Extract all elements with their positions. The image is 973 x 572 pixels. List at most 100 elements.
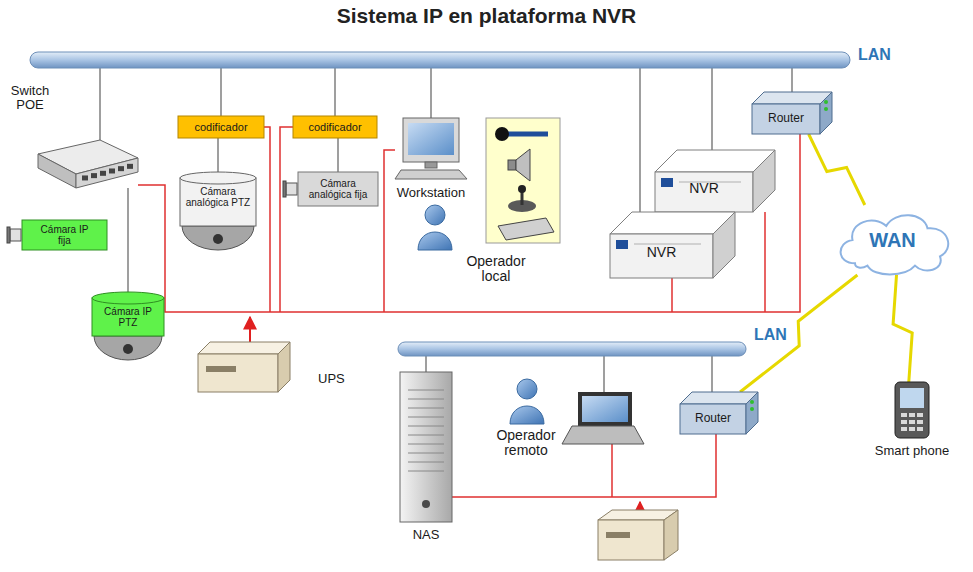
node-label: Switch POE <box>2 84 58 113</box>
phone-key <box>909 420 915 424</box>
nvr-front <box>655 172 753 212</box>
node-router: Router <box>752 92 832 134</box>
lan-link <box>639 68 641 212</box>
drive-bay <box>408 444 444 445</box>
person-body <box>510 406 544 424</box>
red-power-wires <box>138 127 800 497</box>
wan-cloud <box>841 215 949 274</box>
node-label: Router <box>695 412 731 425</box>
ups-top <box>198 342 290 354</box>
router-led <box>750 407 754 411</box>
ups-side <box>664 510 678 560</box>
phone-key <box>901 420 907 424</box>
node-label: UPS <box>318 372 345 386</box>
nvr-front <box>610 234 713 278</box>
router-front <box>752 104 820 134</box>
switch-port <box>109 168 115 173</box>
node-outline <box>395 118 467 180</box>
router-led <box>824 100 828 104</box>
node-ws: Workstation <box>395 118 467 180</box>
phone-key <box>909 413 915 417</box>
power-drop <box>384 150 395 312</box>
monitor-screen <box>408 123 454 155</box>
power-drop <box>671 278 673 312</box>
phone-key <box>901 413 907 417</box>
ups-feed-arrow <box>639 502 641 510</box>
panel-ground <box>486 118 560 243</box>
dome-lens <box>123 344 133 354</box>
camera-dome <box>182 226 254 250</box>
node-cloud: WAN <box>830 205 955 275</box>
drive-bay <box>408 390 444 391</box>
switch-port <box>118 166 124 171</box>
node-cylW: Cámara analógica PTZ <box>180 172 256 252</box>
node-outline <box>400 372 452 522</box>
power-drop <box>611 444 613 497</box>
encoder-box <box>178 116 264 138</box>
operator-label: Operador local <box>460 254 532 285</box>
lan-drop <box>603 356 605 392</box>
node-label: NAS <box>413 528 440 542</box>
node-label: Cámara analógica fija <box>305 178 371 200</box>
phone-key <box>917 413 923 417</box>
node-label: LAN <box>858 46 891 64</box>
operator-label: Operador remoto <box>490 428 562 459</box>
phone-key <box>917 427 923 431</box>
camera-lens-rim <box>283 181 286 197</box>
node-outline <box>180 172 256 252</box>
ups-feed-arrow <box>249 317 251 342</box>
power-bus <box>138 134 800 312</box>
switch-side <box>76 158 138 188</box>
camera-housing <box>180 178 256 226</box>
node-bar: LAN <box>30 52 850 68</box>
node-router: Router <box>680 392 758 434</box>
router-side <box>746 392 758 434</box>
laptop-base <box>562 426 644 444</box>
node-outline <box>38 140 138 188</box>
node-outline <box>398 342 746 356</box>
ups-icon <box>598 510 678 560</box>
wireless-link <box>893 275 912 382</box>
wireless-link <box>809 134 865 205</box>
node-outline <box>198 342 290 392</box>
node-phone: Smart phone <box>895 382 929 438</box>
drive-bay <box>408 399 444 400</box>
person-head <box>517 379 537 399</box>
camera-lens-rim <box>7 227 10 243</box>
lan-link <box>711 68 713 150</box>
lan-link <box>425 356 427 372</box>
node-ups: UPS <box>198 342 290 392</box>
housing-top <box>180 172 256 184</box>
laptop-icon <box>562 392 644 444</box>
node-nvr: NVR <box>610 212 735 278</box>
label-holder: Operador local <box>460 254 532 285</box>
switch-port <box>91 173 97 178</box>
node-bar: LAN <box>398 342 746 356</box>
node-label: NVR <box>647 245 677 260</box>
monitor-frame <box>403 118 459 162</box>
lan-link <box>430 68 432 118</box>
phone-key <box>901 427 907 431</box>
drive-bay <box>408 435 444 436</box>
router-side <box>820 92 832 134</box>
drive-bay <box>408 426 444 427</box>
power-drop <box>280 127 293 312</box>
lan-link <box>334 68 336 116</box>
monitor-stand <box>425 162 437 168</box>
node-sw: Switch POE <box>38 140 138 188</box>
nas-tower <box>400 372 452 522</box>
node-nas: NAS <box>400 372 452 522</box>
person-icon <box>418 205 452 250</box>
person-icon <box>510 379 544 424</box>
node-label: Cámara IP PTZ <box>97 306 159 328</box>
power-drop <box>264 127 270 312</box>
phone-screen <box>900 388 924 408</box>
node-cylG: Cámara IP PTZ <box>92 292 164 362</box>
ups-front <box>198 354 278 392</box>
phone-key <box>917 420 923 424</box>
camera-lens <box>10 229 21 241</box>
router-led <box>750 400 754 404</box>
drive-bay <box>408 462 444 463</box>
switch-port <box>127 164 133 169</box>
